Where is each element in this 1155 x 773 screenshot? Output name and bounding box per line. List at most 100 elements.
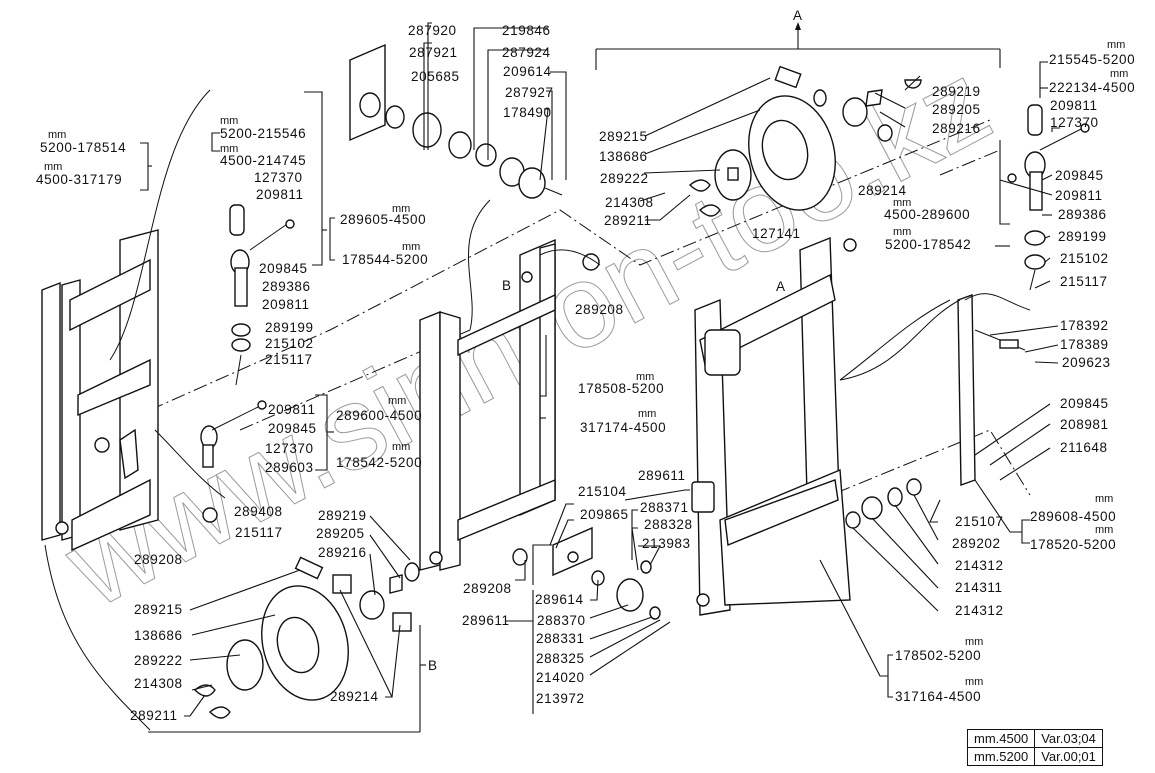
section-a-bracket: A: [595, 8, 1001, 70]
outer-mast: [691, 236, 857, 616]
right-rollers: [845, 478, 922, 529]
variant-length: mm.5200: [966, 747, 1036, 766]
variant-row: mm.5200 Var.00;01: [966, 747, 1103, 766]
section-b-label: B: [428, 658, 438, 673]
part-number-label: 289611: [462, 613, 510, 628]
part-number-label: 209811: [256, 187, 304, 202]
part-number-label: mm: [965, 636, 983, 648]
part-number-label: 209845: [1060, 396, 1109, 411]
part-number-label: 287921: [409, 45, 458, 60]
part-number-label: mm: [1110, 68, 1128, 80]
part-number-label: 209811: [262, 297, 310, 312]
part-number-label: 138686: [134, 628, 183, 643]
part-number-label: mm: [1095, 524, 1113, 536]
part-number-label: 209811: [1050, 98, 1098, 113]
part-number-label: 209845: [268, 421, 317, 436]
callout-sheave: 289611 215104 209865 288371 288328 21398…: [462, 468, 693, 706]
part-number-label: 215545-5200: [1049, 52, 1135, 67]
part-number-label: mm: [220, 143, 238, 155]
part-number-label: 209845: [259, 261, 308, 276]
part-number-label: 214311: [955, 580, 1003, 595]
part-number-label: 288328: [644, 517, 693, 532]
callout-mid-inner: 127141 289208 B A mm 178508-5200 mm 3171…: [502, 226, 800, 435]
part-number-label: 289222: [600, 171, 649, 186]
variant-code: Var.00;01: [1034, 747, 1103, 766]
part-number-label: 214308: [605, 195, 654, 210]
part-number-label: mm: [1107, 39, 1125, 51]
part-number-label: B: [502, 278, 512, 293]
part-number-label: 215107: [955, 514, 1004, 529]
part-number-label: 178542-5200: [336, 455, 422, 470]
part-number-label: mm: [392, 203, 410, 215]
part-number-label: 288331: [536, 631, 585, 646]
part-number-label: 127370: [1050, 115, 1099, 130]
part-number-label: 288371: [640, 500, 689, 515]
part-number-label: 289199: [265, 320, 314, 335]
callout-lower-anchor: 209811 209845 127370 289603 mm 289600-45…: [265, 395, 422, 475]
part-number-label: 4500-317179: [36, 172, 122, 187]
part-number-label: 289611: [638, 468, 686, 483]
part-number-label: 289386: [1058, 207, 1107, 222]
part-number-label: 289605-4500: [340, 212, 426, 227]
callout-top-left-channel: mm 5200-178514 mm 4500-317179: [36, 129, 126, 187]
part-number-label: 289219: [932, 84, 981, 99]
part-number-label: 289202: [952, 536, 1001, 551]
part-number-label: 288325: [536, 651, 585, 666]
part-number-label: mm: [44, 161, 62, 173]
section-b-bracket: B: [148, 625, 438, 733]
part-number-label: mm: [220, 115, 238, 127]
callout-left-anchor: mm 5200-215546 mm 4500-214745 127370 209…: [220, 115, 428, 367]
part-number-label: 215117: [235, 525, 283, 540]
part-number-label: 289216: [318, 545, 367, 560]
part-number-label: 178508-5200: [578, 381, 664, 396]
part-number-label: 209845: [1055, 168, 1104, 183]
sheave-group: [512, 526, 661, 620]
part-number-label: 214020: [536, 670, 585, 685]
part-number-label: 178520-5200: [1030, 537, 1116, 552]
part-number-label: mm: [48, 129, 66, 141]
part-number-label: 213972: [536, 691, 585, 706]
inner-mast: [419, 238, 600, 571]
part-number-label: 213983: [642, 536, 691, 551]
part-number-label: 209865: [580, 507, 629, 522]
part-number-label: 138686: [599, 149, 648, 164]
part-number-label: mm: [893, 226, 911, 238]
part-number-label: 289222: [134, 653, 183, 668]
part-number-label: 289600-4500: [336, 408, 422, 423]
part-number-label: 215104: [578, 484, 627, 499]
variant-row: mm.4500 Var.03;04: [966, 729, 1103, 748]
part-number-label: 289208: [575, 302, 624, 317]
part-number-label: 214308: [134, 676, 183, 691]
part-number-label: 287920: [408, 23, 457, 38]
callout-left-bottom: 289408 215117 289208: [134, 504, 283, 567]
callout-roller-b: 289219 289205 289216 289215 138686 28922…: [130, 508, 378, 723]
part-number-label: 317174-4500: [580, 420, 666, 435]
part-number-label: 289208: [134, 552, 183, 567]
callout-outer-channel: mm 178502-5200 mm 317164-4500: [895, 636, 983, 704]
part-number-label: 219846: [502, 23, 551, 38]
part-number-label: mm: [402, 241, 420, 253]
callout-right-bottom: 209845 208981 211648 mm 289608-4500 mm 1…: [1030, 396, 1116, 552]
part-number-label: 178389: [1060, 337, 1109, 352]
part-number-label: 4500-214745: [220, 153, 306, 168]
part-number-label: 215102: [265, 336, 314, 351]
assembly-centerlines: [149, 119, 1031, 521]
part-number-label: 209811: [1055, 188, 1103, 203]
part-number-label: 127370: [254, 170, 303, 185]
part-number-label: mm: [388, 395, 406, 407]
part-number-label: 287927: [505, 85, 554, 100]
roller-a-group: [688, 65, 922, 217]
part-number-label: 289608-4500: [1030, 509, 1116, 524]
section-a-label: A: [793, 8, 803, 23]
part-number-label: 178544-5200: [342, 252, 428, 267]
part-number-label: 4500-289600: [884, 207, 970, 222]
part-number-label: 289215: [599, 129, 648, 144]
variant-length: mm.4500: [966, 729, 1036, 748]
leader-lines: [140, 22, 1060, 717]
part-number-label: mm: [893, 197, 911, 209]
part-number-label: mm: [1095, 493, 1113, 505]
part-number-label: 5200-178514: [40, 140, 126, 155]
part-number-label: 214312: [955, 558, 1004, 573]
part-number-label: 222134-4500: [1049, 80, 1135, 95]
part-number-label: 289215: [134, 602, 183, 617]
